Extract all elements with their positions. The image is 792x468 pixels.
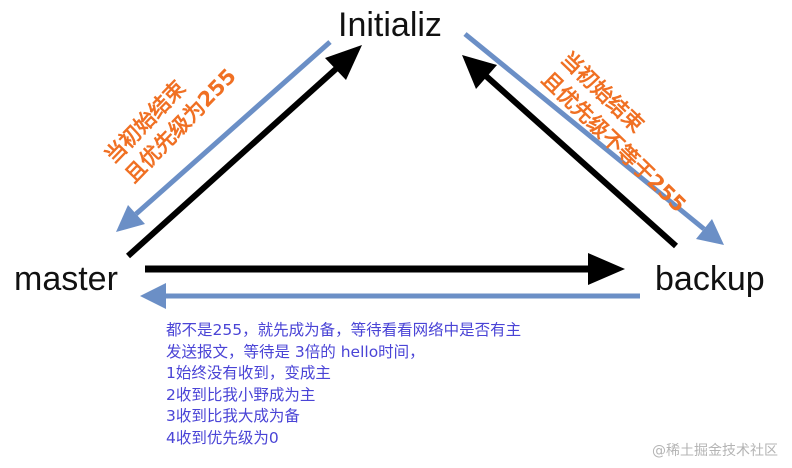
note-line: 1始终没有收到，变成主 (166, 364, 331, 382)
election-notes: 都不是255，就先成为备，等待看看网络中是否有主 发送报文，等待是 3倍的 he… (166, 320, 521, 449)
note-line: 都不是255，就先成为备，等待看看网络中是否有主 (166, 321, 522, 339)
note-line: 4收到优先级为0 (166, 428, 279, 447)
state-arrows (125, 45, 679, 285)
condition-arrows (116, 32, 724, 309)
arrow-backup-to-initializ (483, 73, 679, 249)
node-master: master (14, 260, 118, 298)
watermark: @稀土掘金技术社区 (652, 443, 778, 459)
arrowhead-master-to-initializ (325, 45, 362, 80)
node-initializ: Initializ (338, 6, 442, 44)
cond-arrowhead-initializ-to-backup (696, 219, 724, 245)
note-line: 2收到比我小野成为主 (166, 385, 316, 404)
cond-arrowhead-initializ-to-master (116, 205, 145, 232)
cond-arrowhead-backup-to-master (140, 283, 166, 309)
cond-arrow-initializ-to-backup (463, 32, 706, 231)
node-backup: backup (655, 260, 765, 298)
cond-arrow-initializ-to-master (134, 40, 332, 216)
arrowhead-backup-to-initializ (462, 55, 497, 89)
note-line: 3收到比我大成为备 (166, 407, 300, 425)
arrow-master-to-initializ (125, 65, 340, 259)
arrowhead-master-to-backup (588, 253, 625, 285)
note-line: 发送报文，等待是 3倍的 hello时间， (166, 342, 425, 361)
